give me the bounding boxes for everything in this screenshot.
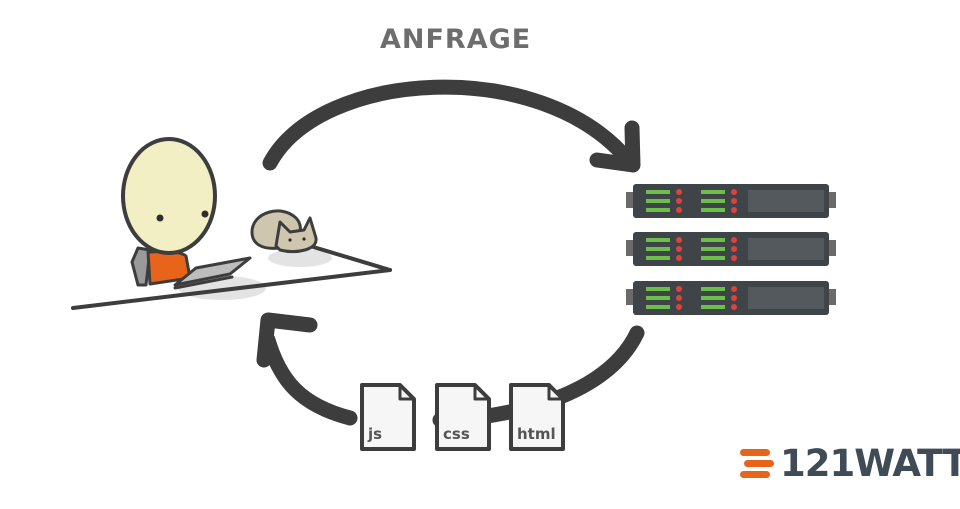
file-icon: js bbox=[360, 383, 416, 451]
logo-text: 121WATT bbox=[780, 442, 960, 485]
server-rack-icon bbox=[626, 184, 836, 315]
cat-icon bbox=[250, 209, 318, 253]
file-label-css: css bbox=[443, 425, 470, 443]
person-icon bbox=[121, 137, 217, 287]
request-label: ANFRAGE bbox=[380, 24, 532, 55]
eye-left-icon bbox=[156, 214, 164, 222]
desk-line bbox=[71, 268, 392, 310]
server-unit bbox=[626, 184, 836, 218]
logo-mark-icon bbox=[740, 449, 774, 478]
file-label-js: js bbox=[367, 425, 382, 443]
brand-logo: 121WATT bbox=[740, 442, 960, 486]
server-unit bbox=[626, 232, 836, 266]
server-unit bbox=[626, 281, 836, 315]
file-icon: css bbox=[435, 383, 491, 451]
eye-right-icon bbox=[201, 210, 209, 218]
cat-shadow bbox=[268, 249, 332, 267]
laptop-icon bbox=[173, 256, 252, 290]
response-files: js css html bbox=[360, 383, 565, 451]
file-label-html: html bbox=[517, 425, 556, 443]
request-arrow bbox=[262, 79, 641, 173]
desk-edge bbox=[298, 241, 392, 272]
file-icon: html bbox=[509, 383, 565, 451]
